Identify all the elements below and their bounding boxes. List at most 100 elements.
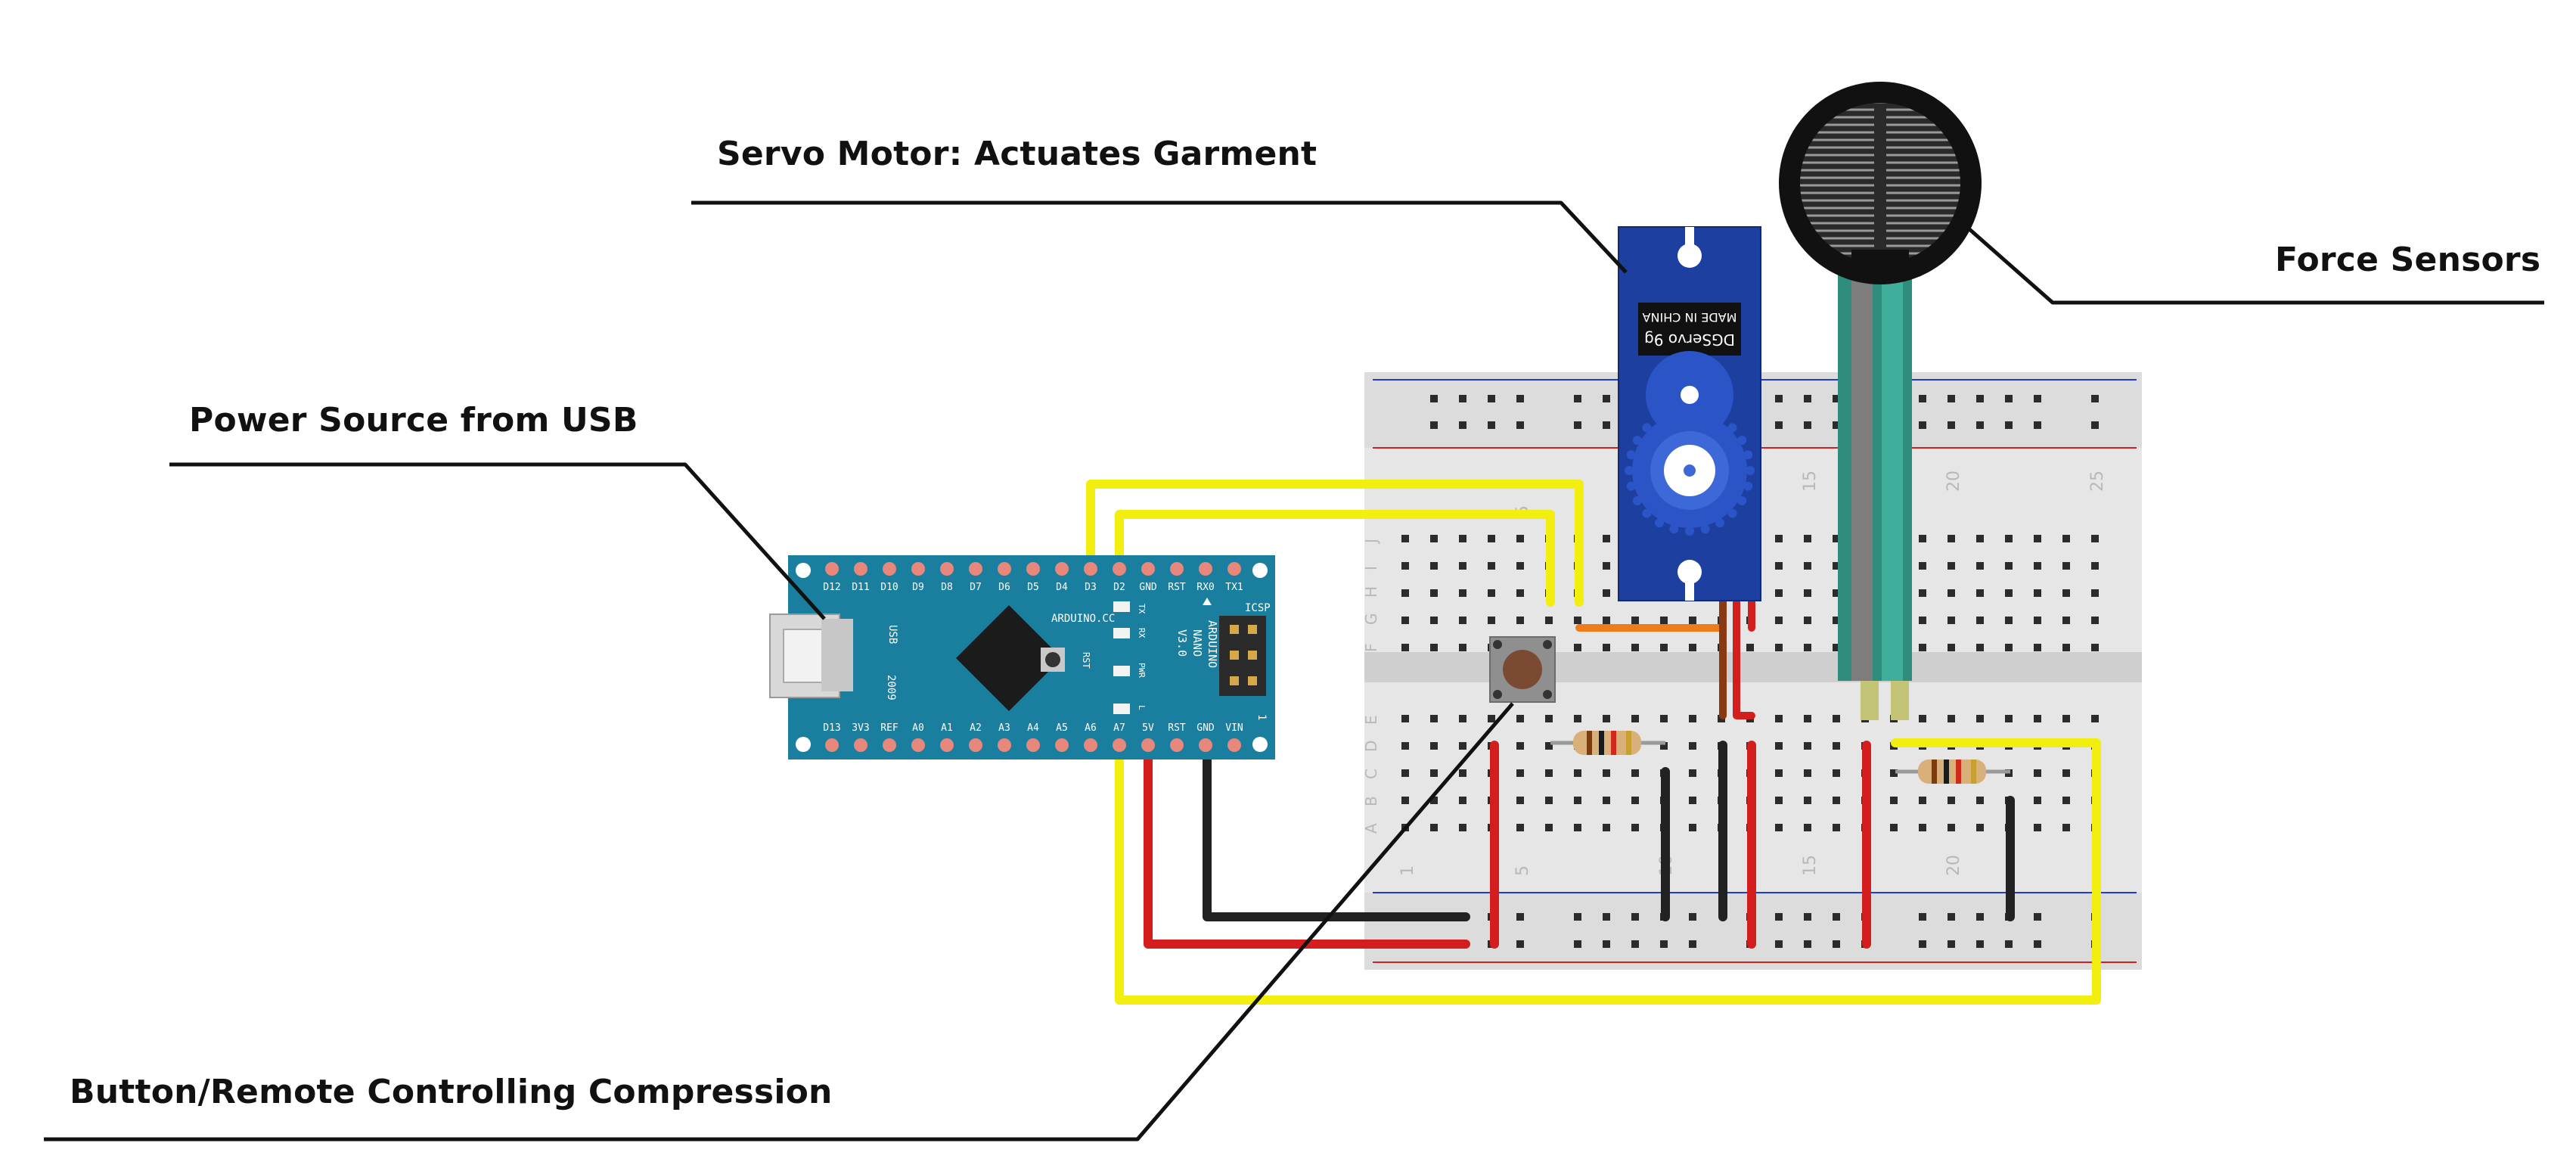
breadboard-hole xyxy=(1919,562,1926,570)
rail-hole xyxy=(1833,395,1840,402)
header-pin xyxy=(1170,738,1184,752)
rail-hole xyxy=(2034,421,2041,429)
header-pin xyxy=(1199,738,1212,752)
pin-label: A1 xyxy=(941,722,953,734)
rail-hole xyxy=(1574,940,1581,948)
breadboard-hole xyxy=(1574,644,1581,651)
rail-hole xyxy=(1631,940,1639,948)
breadboard-hole xyxy=(1516,742,1524,750)
rail-hole xyxy=(1603,395,1610,402)
led-label: L xyxy=(1137,705,1147,710)
breadboard-hole xyxy=(1574,769,1581,777)
rail-hole xyxy=(1459,421,1466,429)
breadboard-hole xyxy=(1545,617,1553,624)
breadboard-hole xyxy=(2091,644,2099,651)
push-button[interactable] xyxy=(1489,636,1556,703)
mounting-hole xyxy=(796,563,811,578)
breadboard-hole xyxy=(1833,769,1840,777)
rail-hole xyxy=(1919,913,1926,921)
breadboard-hole xyxy=(1516,617,1524,624)
breadboard-hole xyxy=(1488,715,1495,722)
breadboard-hole xyxy=(1401,562,1409,570)
breadboard-hole xyxy=(2091,715,2099,722)
breadboard-hole xyxy=(1516,535,1524,542)
gear-tooth xyxy=(1746,466,1755,475)
breadboard-hole xyxy=(1775,644,1783,651)
gear-tooth xyxy=(1626,481,1636,491)
breadboard-hole xyxy=(2034,535,2041,542)
pin-label: D13 xyxy=(823,722,840,734)
rail-hole xyxy=(1919,395,1926,402)
button-leader-line xyxy=(44,702,1514,1142)
header-pin xyxy=(1141,562,1155,576)
breadboard-hole xyxy=(2005,589,2013,597)
breadboard-hole xyxy=(2091,535,2099,542)
breadboard-hole xyxy=(2005,562,2013,570)
breadboard-hole xyxy=(1430,644,1438,651)
breadboard-hole xyxy=(1430,562,1438,570)
arduino-nano: D12D13D113V3D10REFD9A0D8A1D7A2D6A3D5A4D4… xyxy=(769,555,1275,760)
breadboard-hole xyxy=(1948,535,1955,542)
breadboard-hole xyxy=(1545,715,1553,722)
breadboard-hole xyxy=(2091,589,2099,597)
rail-hole xyxy=(2005,421,2013,429)
pin-label: 3V3 xyxy=(852,722,869,734)
gear-tooth xyxy=(1626,450,1636,460)
breadboard-hole xyxy=(1976,589,1984,597)
gear-tooth xyxy=(1743,481,1753,491)
breadboard-hole xyxy=(1804,535,1811,542)
breadboard-hole xyxy=(1603,824,1610,831)
breadboard-hole xyxy=(1459,589,1466,597)
wire-yellow-d3 xyxy=(1086,480,1584,607)
rst-label: RST xyxy=(1081,652,1091,669)
breadboard-hole xyxy=(1631,617,1639,624)
breadboard-hole xyxy=(2034,797,2041,804)
wire-black-gnd xyxy=(1203,741,1470,921)
breadboard-hole xyxy=(1976,562,1984,570)
breadboard-hole xyxy=(1401,769,1409,777)
breadboard-hole xyxy=(1689,644,1696,651)
breadboard-hole xyxy=(1631,715,1639,722)
row-letter: D xyxy=(1362,741,1380,752)
rail-hole xyxy=(1689,913,1696,921)
header-pin xyxy=(969,738,982,752)
breadboard-hole xyxy=(1603,715,1610,722)
servo-motor: MADE IN CHINA DGServo 9g xyxy=(1618,226,1761,601)
header-pin xyxy=(940,562,954,576)
breadboard-hole xyxy=(1401,715,1409,722)
breadboard-hole xyxy=(2062,715,2070,722)
pin-label: A5 xyxy=(1056,722,1068,734)
led-l xyxy=(1113,704,1130,714)
pin-label: D4 xyxy=(1056,582,1068,593)
gear-tooth xyxy=(1669,407,1679,417)
header-pin xyxy=(854,562,867,576)
breadboard-hole xyxy=(1660,715,1668,722)
pin-label: GND xyxy=(1139,582,1157,593)
breadboard-hole xyxy=(1459,644,1466,651)
breadboard-hole xyxy=(1488,617,1495,624)
board-brand: ARDUINO.CC xyxy=(1051,613,1115,625)
rail-hole xyxy=(1603,913,1610,921)
rail-hole xyxy=(1516,395,1524,402)
breadboard-hole xyxy=(1660,742,1668,750)
column-number: 20 xyxy=(1944,471,1963,492)
breadboard-hole xyxy=(1833,589,1840,597)
pin-label: RST xyxy=(1168,722,1186,734)
breadboard-hole xyxy=(1401,617,1409,624)
year-label: 2009 xyxy=(885,675,897,700)
breadboard-hole xyxy=(1948,644,1955,651)
power-callout-label: Power Source from USB xyxy=(189,401,638,440)
force-sensor xyxy=(1779,82,1982,720)
mounting-hole xyxy=(1252,737,1268,752)
reset-button[interactable] xyxy=(1045,652,1060,667)
header-pin xyxy=(883,738,896,752)
breadboard-hole xyxy=(1775,769,1783,777)
model-line: V3.0 xyxy=(1175,629,1189,657)
rail-hole xyxy=(2091,421,2099,429)
breadboard-hole xyxy=(2034,617,2041,624)
rail-hole xyxy=(2005,940,2013,948)
header-pin xyxy=(883,562,896,576)
rail-hole xyxy=(1804,421,1811,429)
gear-tooth xyxy=(1655,518,1664,528)
breadboard-hole xyxy=(1574,797,1581,804)
